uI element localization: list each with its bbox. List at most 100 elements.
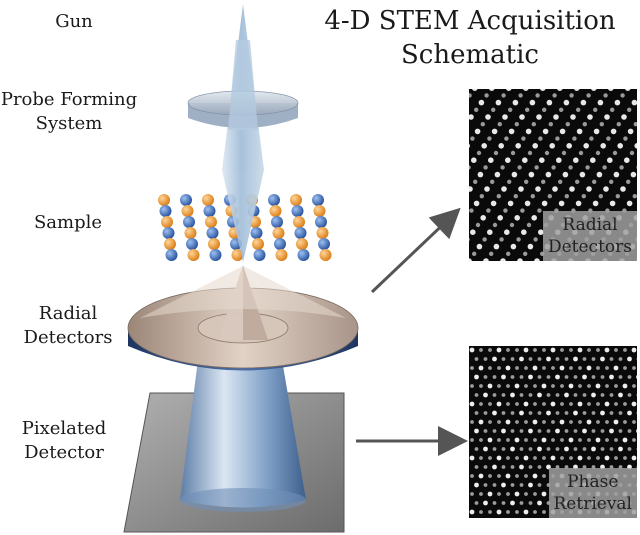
sample-atom — [272, 227, 285, 239]
phase-dot — [506, 384, 510, 388]
lattice-dot — [523, 89, 529, 91]
lattice-dot — [583, 143, 589, 149]
lattice-dot — [569, 93, 574, 98]
sample-atom — [165, 249, 178, 261]
lattice-dot — [580, 99, 587, 106]
scattered-beam-cone — [180, 360, 306, 508]
phase-dot — [488, 420, 492, 424]
lattice-dot — [518, 93, 523, 98]
lattice-dot — [616, 122, 621, 127]
sample-atom — [294, 227, 307, 239]
phase-dot — [537, 357, 542, 361]
phase-dot — [550, 347, 556, 353]
phase-dot — [582, 447, 587, 451]
phase-dot — [487, 491, 493, 497]
lattice-dot — [606, 136, 611, 141]
phase-dot — [523, 347, 529, 353]
phase-dot — [622, 383, 628, 389]
phase-dot — [627, 429, 632, 433]
lattice-dot — [496, 194, 501, 199]
lattice-dot — [524, 200, 531, 207]
lattice-dot — [521, 229, 527, 235]
phase-dot — [618, 375, 623, 379]
lattice-dot — [620, 93, 625, 98]
phase-dot — [569, 456, 573, 460]
lattice-dot — [514, 215, 520, 221]
sample-atom — [312, 194, 324, 206]
lattice-dot — [509, 222, 515, 228]
radial-panel-tag: Radial Detectors — [542, 211, 637, 261]
lattice-dot — [525, 107, 530, 112]
phase-dot — [632, 420, 636, 424]
lattice-dot — [593, 128, 600, 135]
phase-dot — [560, 456, 564, 460]
phase-dot — [555, 374, 560, 380]
phase-dot — [510, 429, 515, 433]
phase-dot — [528, 482, 533, 488]
phase-dot — [623, 420, 627, 424]
phase-dot — [483, 446, 488, 452]
lattice-dot — [476, 243, 483, 250]
phase-dot — [492, 356, 497, 362]
lattice-dot — [469, 93, 472, 98]
lattice-dot — [511, 171, 518, 178]
lattice-dot — [506, 89, 512, 91]
lattice-dot — [568, 165, 573, 170]
phase-dot — [623, 348, 627, 352]
phase-dot — [555, 393, 560, 397]
phase-dot — [614, 402, 618, 406]
lattice-dot — [480, 122, 485, 127]
phase-dot — [483, 357, 488, 361]
phase-dot — [600, 410, 605, 416]
phase-dot — [528, 447, 533, 451]
phase-dot — [591, 465, 596, 469]
lattice-dot — [490, 179, 495, 184]
phase-dot — [569, 348, 573, 352]
phase-dot — [510, 411, 515, 415]
phase-dot — [501, 482, 506, 488]
phase-dot — [515, 348, 519, 352]
lattice-dot — [510, 243, 517, 250]
lattice-dot — [471, 157, 477, 163]
phase-dot — [496, 401, 502, 407]
phase-dot — [618, 357, 623, 361]
phase-dot — [586, 365, 592, 371]
phase-dot — [604, 455, 610, 461]
lattice-dot — [576, 128, 583, 135]
sample-atom — [319, 249, 332, 261]
sample-atom — [253, 249, 266, 261]
phase-dot — [555, 411, 560, 415]
phase-dot — [604, 347, 610, 353]
beam-through-lens — [228, 40, 258, 130]
phase-dot — [528, 357, 533, 361]
phase-dot — [622, 437, 628, 443]
phase-dot — [470, 474, 474, 478]
phase-dot — [524, 474, 528, 478]
lattice-dot — [542, 107, 547, 112]
lattice-dot — [516, 237, 521, 242]
phase-dot — [596, 366, 600, 370]
phase-dot — [528, 374, 533, 380]
phase-dot — [595, 383, 601, 389]
phase-dot — [591, 375, 596, 379]
phase-dot — [497, 474, 501, 478]
lattice-dot — [483, 165, 488, 170]
lattice-dot — [565, 122, 570, 127]
lattice-dot — [627, 107, 632, 112]
lattice-dot — [469, 165, 471, 170]
phase-dot — [609, 428, 614, 434]
phase-dot — [542, 402, 546, 406]
radial-panel-line-2: Detectors — [547, 237, 632, 257]
lattice-dot — [539, 157, 545, 163]
lattice-dot — [507, 179, 512, 184]
sample-atom — [293, 216, 305, 228]
label-pixelated-line-2: Detector — [24, 442, 104, 463]
phase-dot — [532, 473, 538, 479]
lattice-dot — [559, 107, 564, 112]
lattice-dot — [547, 194, 552, 199]
label-gun: Gun — [44, 10, 104, 34]
phase-dot — [614, 348, 618, 352]
lattice-dot — [615, 194, 620, 199]
phase-dot — [537, 483, 542, 487]
lattice-dot — [483, 258, 489, 261]
